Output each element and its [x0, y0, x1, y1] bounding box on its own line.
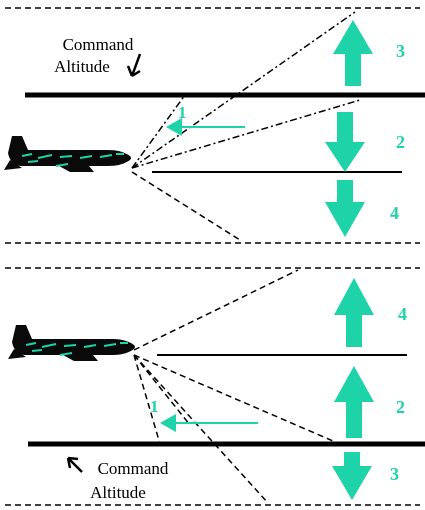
arrow-up-label: 4	[398, 304, 407, 324]
arrow-mid-label: 2	[396, 132, 405, 152]
projection-lines	[133, 354, 341, 504]
arrow-low-label: 3	[390, 464, 399, 484]
command-altitude-label-line1: Command	[63, 35, 134, 54]
command-altitude-label-line2: Altitude	[54, 57, 110, 76]
arrow-down-icon	[325, 112, 365, 172]
panel-bottom: 1 4 2 3 Command Altitude	[5, 267, 425, 506]
arrow-up-icon	[333, 20, 373, 86]
sense-1-label: 1	[150, 397, 159, 416]
projection-lines	[131, 11, 361, 169]
panel-top: Command Altitude 1 3 2 4	[3, 7, 425, 244]
sense-1-label: 1	[178, 103, 187, 122]
arrow-low-label: 4	[390, 203, 399, 223]
aircraft-icon	[7, 324, 136, 362]
arrow-left-icon	[166, 118, 245, 136]
arrow-up-label: 3	[396, 41, 405, 61]
arrow-mid-label: 2	[396, 397, 405, 417]
pointer-arrow-icon	[66, 456, 83, 473]
pointer-arrow-icon	[126, 53, 142, 78]
arrow-up-icon	[334, 278, 374, 347]
aircraft-icon	[3, 135, 132, 173]
command-altitude-label-line2: Altitude	[90, 483, 146, 502]
projection-line-down	[131, 171, 241, 241]
arrow-up-icon	[334, 366, 374, 438]
command-altitude-label-line1: Command	[98, 459, 169, 478]
projection-line-up	[133, 269, 299, 351]
arrow-left-icon	[160, 414, 258, 432]
arrow-down-icon	[325, 180, 365, 237]
arrow-down-icon	[332, 452, 372, 500]
